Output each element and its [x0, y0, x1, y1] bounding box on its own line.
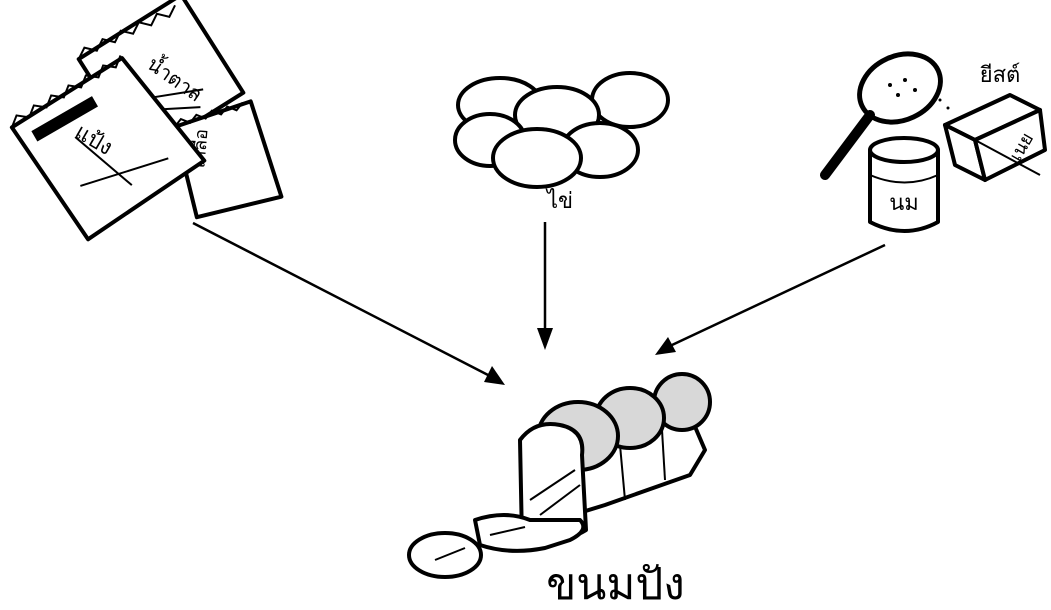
bread-loaf-illustration	[407, 372, 712, 579]
egg	[491, 127, 583, 189]
arrows	[192, 221, 886, 385]
eggs-group: ไข่	[453, 71, 670, 214]
ingredient-bags-group: น้ำตาล เกลือ แป้ง	[9, 0, 284, 242]
milk-can: นม	[868, 136, 940, 233]
bread-label: ขนมปัง	[0, 560, 1051, 610]
magnifying-glass-icon	[820, 51, 950, 180]
milk-can-label: นม	[889, 191, 919, 216]
yeast-label: ยีสต์	[980, 63, 1021, 88]
bread-label-text: ขนมปัง	[546, 559, 685, 610]
egg	[590, 71, 670, 129]
arrow-flour-to-bread	[192, 221, 505, 385]
flour-bag: แป้ง	[9, 55, 207, 242]
dairy-yeast-group: ยีสต์ เนย นม	[820, 51, 1047, 233]
arrow-eggs-to-bread	[537, 222, 553, 350]
eggs-label: ไข่	[545, 188, 573, 214]
salt-bag: เกลือ	[172, 99, 284, 220]
butter-box: เนย	[943, 93, 1047, 182]
arrow-dairy-to-bread	[655, 243, 886, 355]
